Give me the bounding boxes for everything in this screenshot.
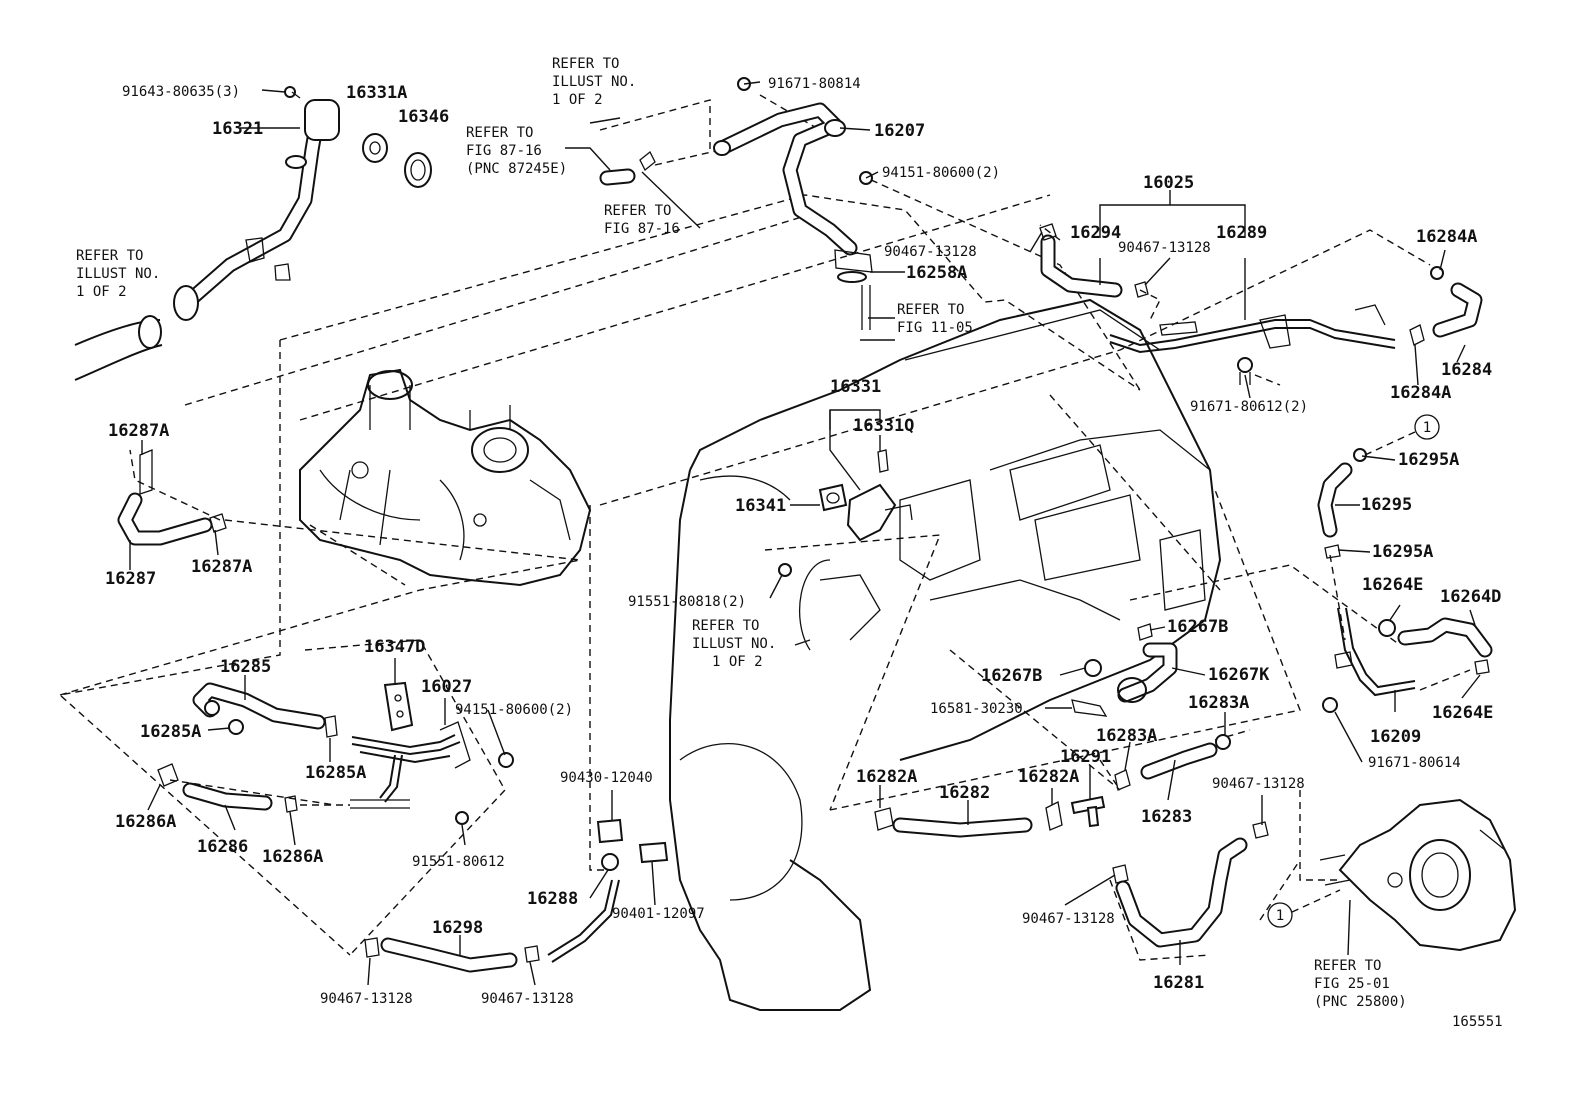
callout-number-bottom: 1 (1276, 908, 1284, 924)
label-16284A-bottom[interactable]: 16284A (1390, 383, 1451, 403)
label-90467-13128-b[interactable]: 90467-13128 (1118, 240, 1211, 256)
label-16341[interactable]: 16341 (735, 496, 786, 516)
label-16288[interactable]: 16288 (527, 889, 578, 909)
label-16258A[interactable]: 16258A (906, 263, 967, 283)
part-labels: 91643-80635(3) 16331A 16346 16321 REFER … (76, 56, 1503, 1030)
label-16285A-mid[interactable]: 16285A (305, 763, 366, 783)
label-91643-80635[interactable]: 91643-80635(3) (122, 84, 240, 100)
label-refer-illust-left-2: ILLUST NO. (76, 266, 160, 282)
label-90430-12040[interactable]: 90430-12040 (560, 770, 653, 786)
label-refer-illust-left-3: 1 OF 2 (76, 284, 127, 300)
label-16346[interactable]: 16346 (398, 107, 449, 127)
label-16025[interactable]: 16025 (1143, 173, 1194, 193)
label-91671-80814[interactable]: 91671-80814 (768, 76, 861, 92)
label-94151-80600-mid[interactable]: 94151-80600(2) (455, 702, 573, 718)
leader-lines (129, 81, 1481, 986)
label-16264E-top[interactable]: 16264E (1362, 575, 1423, 595)
label-refer-25-01-2: FIG 25-01 (1314, 976, 1390, 992)
label-16295A-bottom[interactable]: 16295A (1372, 542, 1433, 562)
label-16331Q[interactable]: 16331Q (853, 416, 914, 436)
label-16295[interactable]: 16295 (1361, 495, 1412, 515)
label-16287A-top[interactable]: 16287A (108, 421, 169, 441)
fittings (139, 77, 1490, 963)
label-refer-87-16-b-2: FIG 87-16 (604, 221, 680, 237)
label-16283A-mid[interactable]: 16283A (1096, 726, 1157, 746)
label-refer-25-01-1: REFER TO (1314, 958, 1381, 974)
diagram-id: 165551 (1452, 1014, 1503, 1030)
label-16282A-left[interactable]: 16282A (856, 767, 917, 787)
turbocharger-housing (299, 368, 592, 587)
label-16321[interactable]: 16321 (212, 119, 263, 139)
label-16281[interactable]: 16281 (1153, 973, 1204, 993)
label-16283[interactable]: 16283 (1141, 807, 1192, 827)
label-16286[interactable]: 16286 (197, 837, 248, 857)
label-16264E-bottom[interactable]: 16264E (1432, 703, 1493, 723)
label-refer-illust-top-1: REFER TO (552, 56, 619, 72)
dashed-reference-lines (58, 94, 1471, 961)
label-16267B-left[interactable]: 16267B (981, 666, 1042, 686)
label-16282A-right[interactable]: 16282A (1018, 767, 1079, 787)
label-90401-12097[interactable]: 90401-12097 (612, 906, 705, 922)
label-refer-25-01-3: (PNC 25800) (1314, 994, 1407, 1010)
callout-marker-bottom: 1 (1267, 889, 1341, 928)
label-91671-80614[interactable]: 91671-80614 (1368, 755, 1461, 771)
label-16331A[interactable]: 16331A (346, 83, 407, 103)
label-91671-80612[interactable]: 91671-80612(2) (1190, 399, 1308, 415)
label-16298[interactable]: 16298 (432, 918, 483, 938)
callout-number-top: 1 (1423, 420, 1431, 436)
label-91551-80612[interactable]: 91551-80612 (412, 854, 505, 870)
label-16284A-top[interactable]: 16284A (1416, 227, 1477, 247)
hoses (74, 99, 1493, 973)
label-refer-illust-mid-1: REFER TO (692, 618, 759, 634)
label-16285[interactable]: 16285 (220, 657, 271, 677)
label-16283A-top[interactable]: 16283A (1188, 693, 1249, 713)
label-90467-13128-f[interactable]: 90467-13128 (481, 991, 574, 1007)
label-refer-illust-mid-3: 1 OF 2 (712, 654, 763, 670)
label-94151-80600-top[interactable]: 94151-80600(2) (882, 165, 1000, 181)
label-16286A-left[interactable]: 16286A (115, 812, 176, 832)
label-16027[interactable]: 16027 (421, 677, 472, 697)
label-16285A-left[interactable]: 16285A (140, 722, 201, 742)
label-16347D[interactable]: 16347D (364, 637, 425, 657)
label-16267B-right[interactable]: 16267B (1167, 617, 1228, 637)
label-refer-illust-left-1: REFER TO (76, 248, 143, 264)
label-16287[interactable]: 16287 (105, 569, 156, 589)
label-16331[interactable]: 16331 (830, 377, 881, 397)
label-refer-11-05-1: REFER TO (897, 302, 964, 318)
label-16295A-top[interactable]: 16295A (1398, 450, 1459, 470)
label-16282[interactable]: 16282 (939, 783, 990, 803)
label-16284[interactable]: 16284 (1441, 360, 1492, 380)
label-refer-87-16-a-3: (PNC 87245E) (466, 161, 567, 177)
label-16287A-bottom[interactable]: 16287A (191, 557, 252, 577)
label-refer-illust-mid-2: ILLUST NO. (692, 636, 776, 652)
label-16264D[interactable]: 16264D (1440, 587, 1501, 607)
label-16209[interactable]: 16209 (1370, 727, 1421, 747)
callout-marker-top: 1 (1364, 414, 1440, 456)
label-16291[interactable]: 16291 (1060, 747, 1111, 767)
label-16207[interactable]: 16207 (874, 121, 925, 141)
label-16289[interactable]: 16289 (1216, 223, 1267, 243)
label-16267K[interactable]: 16267K (1208, 665, 1270, 685)
label-refer-11-05-2: FIG 11-05 (897, 320, 973, 336)
label-90467-13128-d[interactable]: 90467-13128 (1022, 911, 1115, 927)
engine-block-outline (669, 298, 1222, 1011)
label-90467-13128-c[interactable]: 90467-13128 (1212, 776, 1305, 792)
label-16294[interactable]: 16294 (1070, 223, 1121, 243)
label-16286A-right[interactable]: 16286A (262, 847, 323, 867)
label-90467-13128-e[interactable]: 90467-13128 (320, 991, 413, 1007)
label-16581-30230[interactable]: 16581-30230 (930, 701, 1023, 717)
label-refer-87-16-a-2: FIG 87-16 (466, 143, 542, 159)
label-refer-illust-top-2: ILLUST NO. (552, 74, 636, 90)
label-90467-13128-a[interactable]: 90467-13128 (884, 244, 977, 260)
label-refer-87-16-b-1: REFER TO (604, 203, 671, 219)
throttle-body (1319, 798, 1517, 952)
label-refer-illust-top-3: 1 OF 2 (552, 92, 603, 108)
label-refer-87-16-a-1: REFER TO (466, 125, 533, 141)
label-91551-80818[interactable]: 91551-80818(2) (628, 594, 746, 610)
